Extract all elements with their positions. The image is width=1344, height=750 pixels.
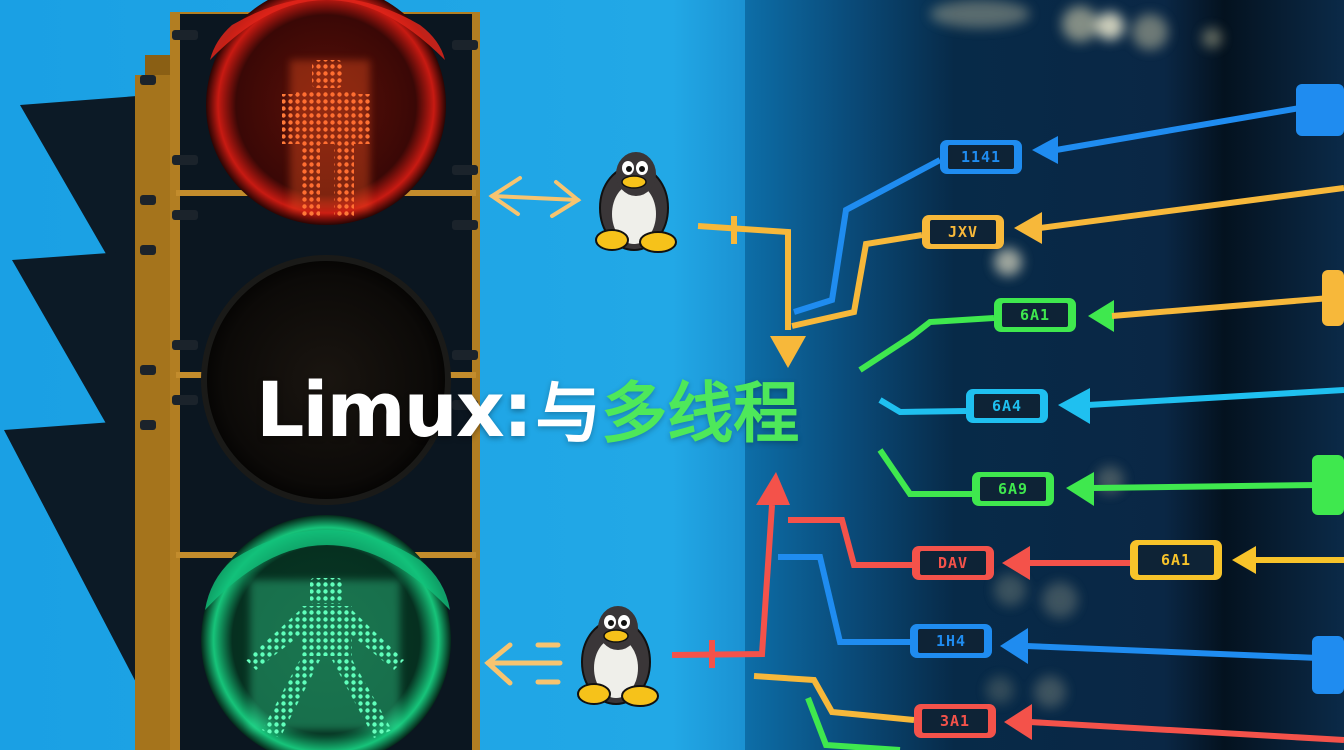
thread-tag: 1H4 xyxy=(910,624,992,658)
thread-tag-label: 6A9 xyxy=(980,477,1046,501)
page-title: Limux: 与 多线程 xyxy=(256,360,799,460)
thread-tag-label: 6A1 xyxy=(1002,303,1068,327)
thread-tag: 1141 xyxy=(940,140,1022,174)
thread-tag-label: JXV xyxy=(930,220,996,244)
title-latin: Limux: xyxy=(256,365,533,454)
thread-tag: 6A1 xyxy=(1130,540,1222,580)
thread-lines xyxy=(671,84,1344,750)
thread-tag: 6A9 xyxy=(972,472,1054,506)
thread-tag: 6A4 xyxy=(966,389,1048,423)
penguin-icon xyxy=(595,152,677,253)
thread-tag-label: 1H4 xyxy=(918,629,984,653)
traffic-light xyxy=(4,0,480,750)
penguin-icon xyxy=(577,606,659,707)
left-arrow-icon xyxy=(484,642,563,686)
thread-tag-label: 6A4 xyxy=(974,394,1040,418)
bidirectional-arrow-icon xyxy=(488,176,582,218)
thread-tag-label: DAV xyxy=(920,551,986,575)
thread-tag: DAV xyxy=(912,546,994,580)
thread-tag-label: 6A1 xyxy=(1138,545,1214,575)
building-background xyxy=(745,0,1344,750)
thread-tag: 3A1 xyxy=(914,704,996,738)
title-chinese-white: 与 xyxy=(535,375,602,452)
thread-tag: 6A1 xyxy=(994,298,1076,332)
title-chinese-green: 多线程 xyxy=(601,375,800,452)
thread-tag-label: 1141 xyxy=(948,145,1014,169)
thread-tag-label: 3A1 xyxy=(922,709,988,733)
thread-tag: JXV xyxy=(922,215,1004,249)
